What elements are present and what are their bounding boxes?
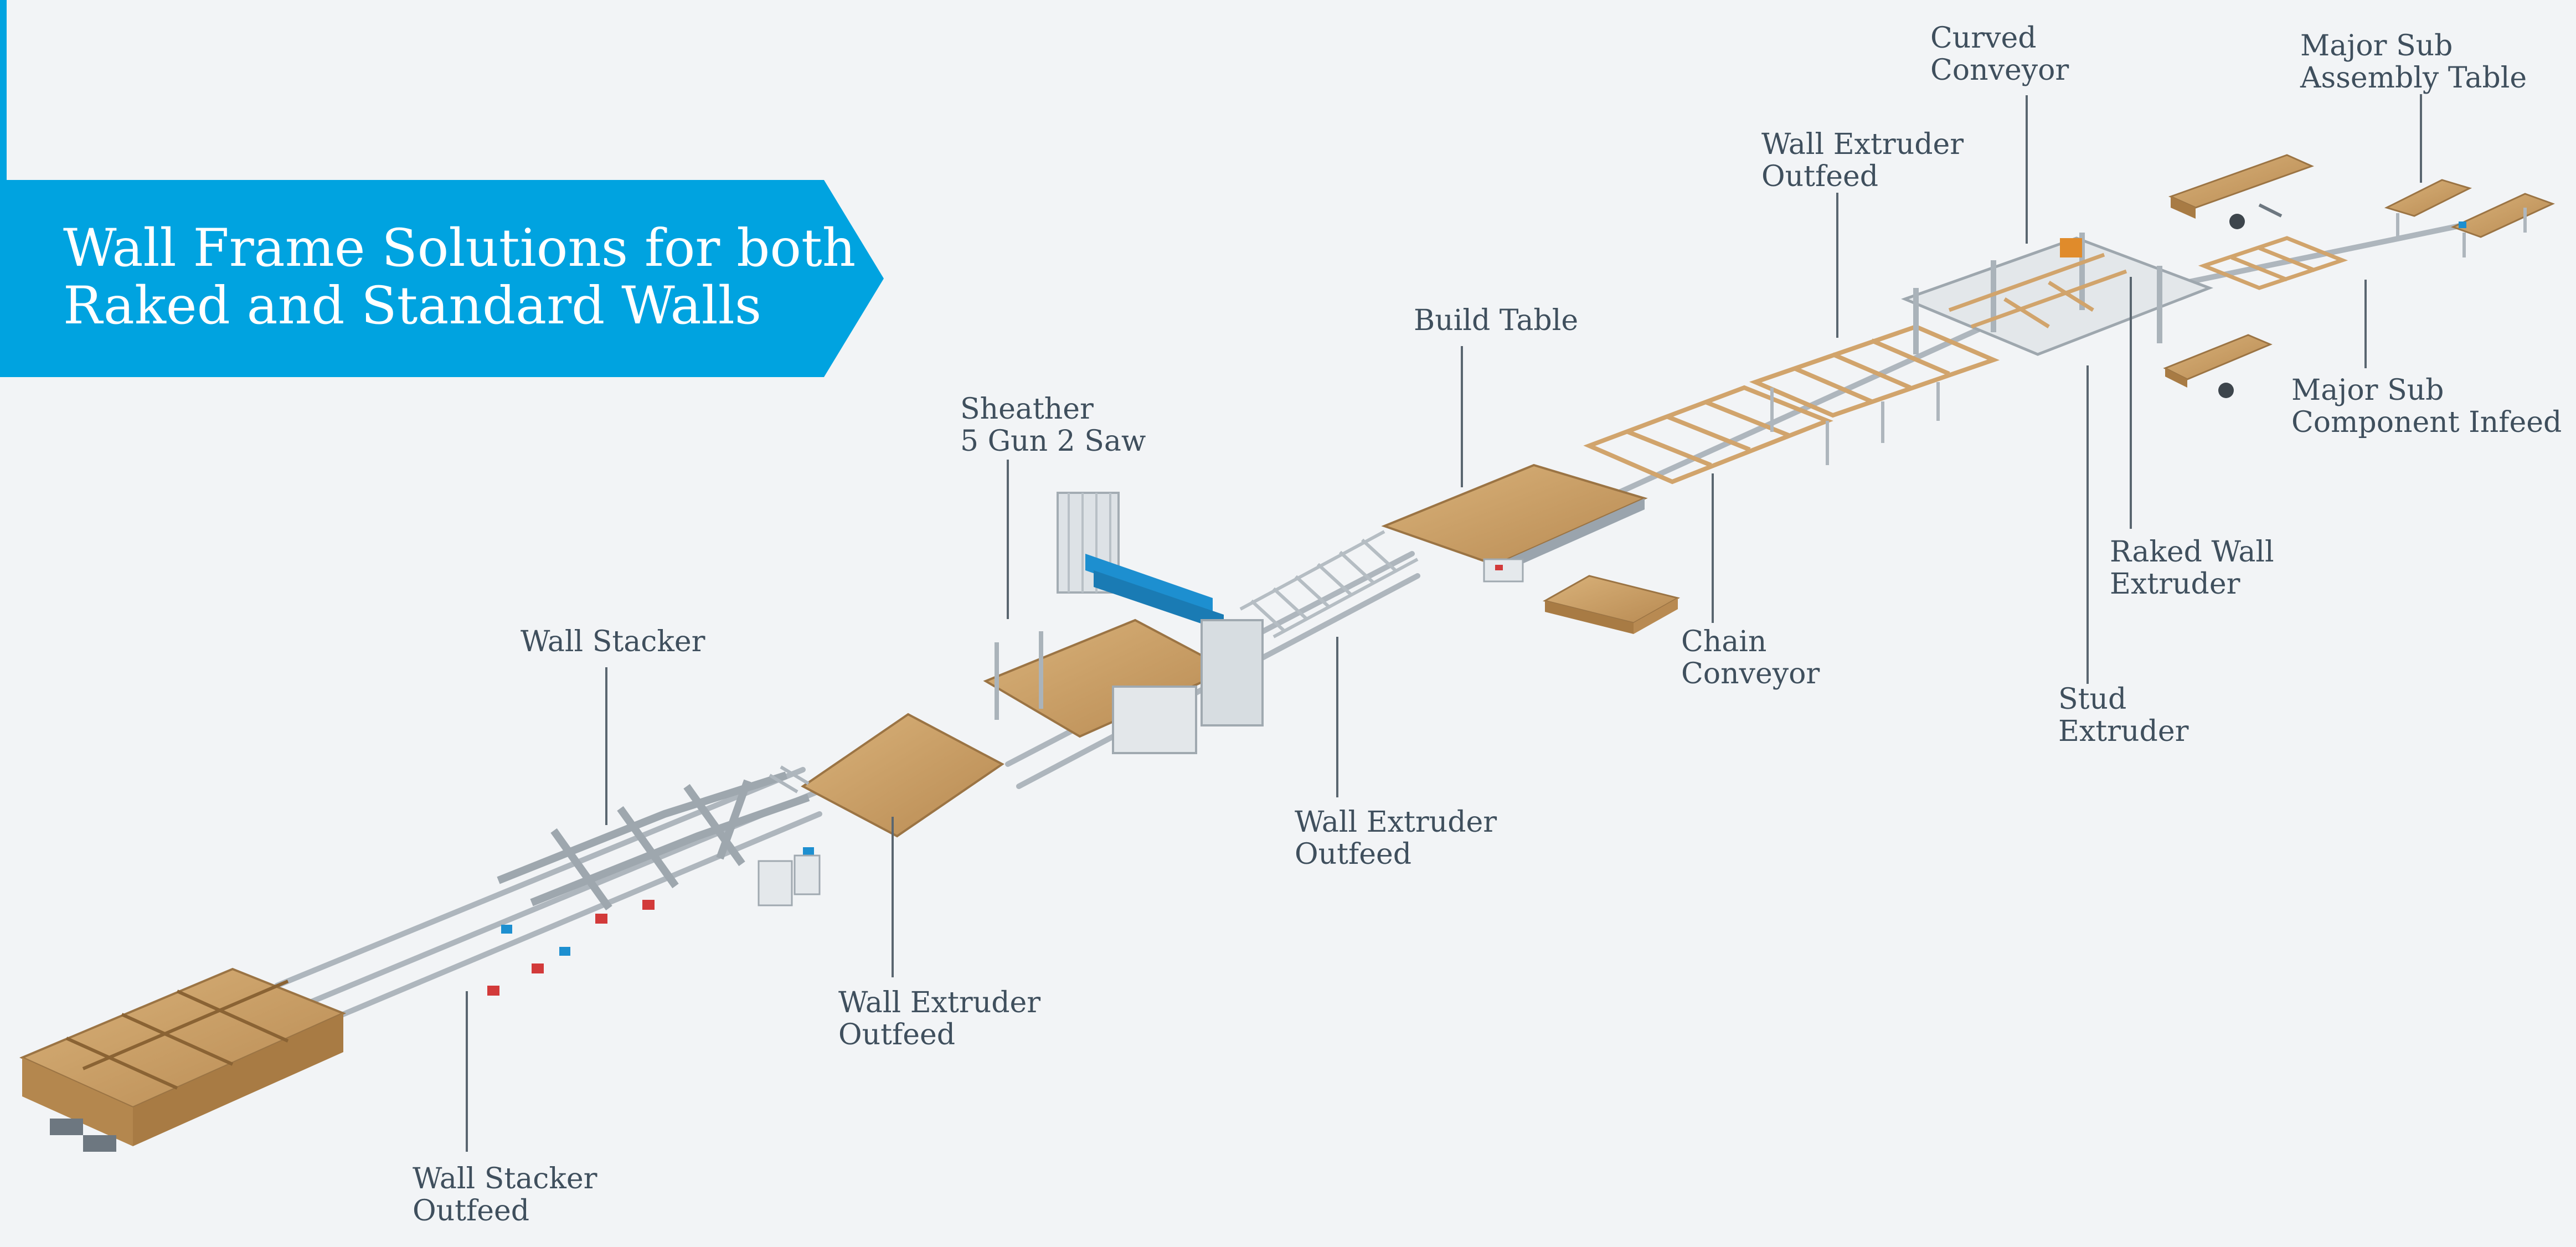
label-line: Extruder [2110,568,2240,601]
wall-stacker-frame [497,771,810,911]
label-major-sub-assembly-table: Major Sub Assembly Table [2300,30,2527,94]
label-line: Outfeed [1295,838,1412,871]
label-line: Wall Stacker [413,1162,597,1196]
label-curved-conveyor: Curved Conveyor [1930,22,2069,86]
wall-stack-frames [19,967,347,1152]
label-raked-wall-extruder: Raked Wall Extruder [2110,536,2274,600]
control-cabinets [758,854,821,906]
page-title-line-1: Wall Frame Solutions for both [63,218,856,279]
page-title-line-2: Raked and Standard Walls [63,276,762,336]
label-line: Chain [1681,625,1767,658]
timber-trailer-top [2168,154,2315,229]
label-wall-stacker-outfeed: Wall Stacker Outfeed [413,1163,597,1227]
leader-lines [466,94,2422,1152]
label-line: Component Infeed [2291,406,2562,439]
timber-panels [1542,575,1681,634]
page-title: Wall Frame Solutions for both Raked and … [63,220,856,335]
label-line: Wall Extruder [1295,806,1497,839]
label-line: Major Sub [2300,29,2453,63]
label-line: 5 Gun 2 Saw [960,425,1146,458]
build-table [1381,463,1648,583]
outfeed-sheet-low [769,713,1004,838]
label-line: Wall Stacker [521,625,705,658]
label-line: Outfeed [1761,160,1879,193]
label-build-table: Build Table [1414,305,1578,337]
sheather-machine [983,492,1264,754]
stacker-red-markers [487,900,655,996]
accent-rule [0,0,7,180]
component-infeed [2198,236,2348,290]
label-line: Conveyor [1681,657,1820,691]
label-line: Assembly Table [2300,61,2527,95]
label-line: Conveyor [1930,54,2069,87]
label-line: Extruder [2058,715,2189,748]
label-line: Curved [1930,22,2037,55]
label-line: Outfeed [413,1194,530,1228]
assembly-tables [2384,179,2555,257]
label-line: Stud [2058,683,2127,716]
outfeed-frame-top [1749,324,2000,418]
banner-arrow-shape [0,180,884,377]
stacker-blue-markers [501,847,814,956]
outfeed-legs [1770,382,1940,465]
timber-trailer-bottom [2163,334,2273,398]
title-banner: Wall Frame Solutions for both Raked and … [0,180,886,377]
label-line: Outfeed [838,1018,956,1052]
label-wall-extruder-outfeed-top: Wall Extruder Outfeed [1761,128,1964,193]
extruder-cluster [1901,233,2214,356]
label-wall-extruder-outfeed-low: Wall Extruder Outfeed [838,987,1040,1051]
chain-conveyor-frame [1583,385,1833,485]
label-major-sub-component-infeed: Major Sub Component Infeed [2291,374,2562,439]
roller-conveyor [1239,530,1419,638]
label-line: Wall Extruder [838,986,1041,1019]
label-wall-extruder-outfeed-mid: Wall Extruder Outfeed [1295,806,1497,870]
label-line: Major Sub [2291,374,2444,407]
label-line: Sheather [960,393,1094,426]
label-line: Raked Wall [2110,535,2274,569]
label-stud-extruder: Stud Extruder [2058,683,2188,748]
label-sheather: Sheather 5 Gun 2 Saw [960,393,1146,457]
label-wall-stacker: Wall Stacker [521,626,705,658]
label-chain-conveyor: Chain Conveyor [1681,626,1820,690]
label-line: Build Table [1414,304,1579,337]
label-line: Wall Extruder [1761,128,1964,161]
